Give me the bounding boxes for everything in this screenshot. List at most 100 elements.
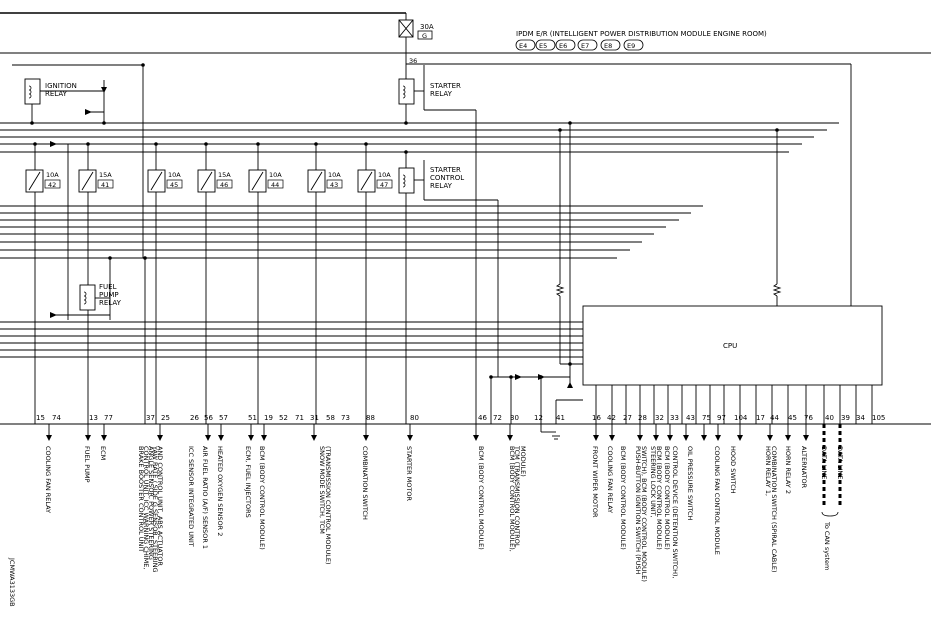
fuse-rating: 10A	[378, 171, 391, 179]
ignition-relay: IGNITION RELAY	[45, 82, 77, 98]
output-horn-relay-1b: COMBINATION SWITCH (SPIRAL CABLE)	[770, 446, 778, 573]
pin-number: 73	[341, 414, 350, 422]
output-ecm-fuel-injectors: ECM, FUEL INJECTORS	[244, 446, 252, 518]
fuel-pump-relay-line1: FUEL	[99, 283, 117, 291]
pin-number: 44	[770, 414, 779, 422]
output-bcm-3: BCM (BODY CONTROL MODULE)	[619, 446, 627, 550]
starter-relay: STARTER RELAY	[430, 82, 461, 98]
pin-number: 37	[146, 414, 155, 422]
pin-number: 12	[534, 414, 543, 422]
connector-label: E9	[627, 42, 635, 50]
pin-number: 41	[556, 414, 565, 422]
fuse-rating: 15A	[99, 171, 112, 179]
pin-number: 105	[872, 414, 885, 422]
fuel-pump-relay-line2: PUMP	[99, 291, 119, 299]
pin-number: 58	[326, 414, 335, 422]
output-alternator: ALTERNATOR	[800, 446, 808, 489]
fuse-number: 46	[220, 181, 228, 189]
pin-number: 71	[295, 414, 304, 422]
fuse-number: 42	[48, 181, 56, 189]
connector-label: E4	[519, 42, 527, 50]
pin-number: 72	[493, 414, 502, 422]
starter-control-relay-line2: CONTROL	[430, 174, 464, 182]
output-snow-mode: SNOW MODE SWITCH, TCM	[318, 446, 326, 534]
starter-control-relay-line3: RELAY	[430, 182, 453, 190]
pin-number: 42	[607, 414, 616, 422]
output-starter-motor: STARTER MOTOR	[405, 446, 413, 502]
output-front-wiper: FRONT WIPER MOTOR	[591, 446, 599, 518]
fuse-number: 43	[330, 181, 338, 189]
output-hood-switch: HOOD SWITCH	[729, 446, 737, 494]
pin-number: 74	[52, 414, 61, 422]
output-bcm-2: BCM (BODY CONTROL MODULE)	[477, 446, 485, 550]
connector-badge: E7	[577, 39, 598, 51]
pin-number: 25	[161, 414, 170, 422]
output-brake-booster: BRAKE BOOSTER CONTROL UNIT	[137, 446, 145, 552]
output-bcm-tcm-a: BCM (BODY CONTROL MODULE),	[508, 446, 516, 552]
pin-number: 16	[592, 414, 601, 422]
output-cooling-fan-control: COOLING FAN CONTROL MODULE	[713, 446, 721, 555]
output-control-unit-icc: CONTROL UNIT, ICC WARNING CHIME,	[142, 446, 150, 569]
output-data-line-2: DATA LINE	[836, 446, 844, 479]
pin-number: 27	[623, 414, 632, 422]
pin-number: 46	[478, 414, 487, 422]
starter-relay-line1: STARTER	[430, 82, 461, 90]
main-fuse-code: G	[422, 32, 427, 40]
connector-badge: E4	[515, 39, 536, 51]
pin-number: 75	[702, 414, 711, 422]
output-abs-actuator: AND CONTROL UNIT, ABS ACTUATOR	[156, 446, 164, 566]
pin-number: 40	[825, 414, 834, 422]
pin-number: 51	[248, 414, 257, 422]
fuse-rating: 10A	[168, 171, 181, 179]
pin-number: 34	[856, 414, 865, 422]
connector-badge: E8	[600, 39, 621, 51]
output-angle-sensor: ANGLE SENSOR, POWER STEERING	[147, 446, 155, 560]
output-horn-relay-1a: HORN RELAY 1,	[764, 446, 772, 496]
cpu-label: CPU	[723, 342, 737, 350]
main-fuse-rating: 30A	[420, 23, 434, 31]
pin-number: 52	[279, 414, 288, 422]
pin-number: 97	[717, 414, 726, 422]
fuse-rating: 10A	[269, 171, 282, 179]
fuse-number: 44	[271, 181, 279, 189]
pin-number: 77	[104, 414, 113, 422]
pin-number: 31	[310, 414, 319, 422]
connector-label: E7	[581, 42, 589, 50]
pin-number: 17	[756, 414, 765, 422]
output-bcm-4: BCM (BODY CONTROL MODULE)	[663, 446, 671, 550]
pin-number: 19	[264, 414, 273, 422]
fuse-rating: 10A	[46, 171, 59, 179]
connector-label: E8	[604, 42, 612, 50]
output-af-sensor: AIR FUEL RATIO (A/F) SENSOR 1	[201, 446, 209, 549]
connector-label: E5	[539, 42, 547, 50]
pin-number: 28	[638, 414, 647, 422]
connector-badge: E9	[623, 39, 644, 51]
connector-badge: E5	[535, 39, 556, 51]
figure-code: JCMWA3133GB	[8, 557, 16, 607]
output-combination-switch: COMBINATION SWITCH	[361, 446, 369, 520]
main-fuse: 30A G 36	[398, 19, 434, 65]
output-bcm-1: BCM (BODY CONTROL MODULE)	[258, 446, 266, 550]
pin-number: 80	[410, 414, 419, 422]
pin-number: 88	[366, 414, 375, 422]
output-fuel-pump: FUEL PUMP	[83, 446, 91, 483]
pin-number: 39	[841, 414, 850, 422]
output-to-can: To CAN system	[823, 521, 831, 570]
output-icc-sensor: ICC SENSOR INTEGRATED UNIT	[187, 446, 195, 547]
fuse-rating: 15A	[218, 171, 231, 179]
starter-relay-line2: RELAY	[430, 90, 453, 98]
connector-list: E4 E5 E6 E7 E8 E9	[515, 39, 644, 51]
pin-number: 32	[655, 414, 664, 422]
ignition-relay-line1: IGNITION	[45, 82, 77, 90]
pin-number: 30	[510, 414, 519, 422]
output-cooling-fan-relay-2: COOLING FAN RELAY	[606, 446, 614, 513]
starter-control-relay: STARTER CONTROL RELAY	[430, 166, 464, 190]
connector-label: E6	[559, 42, 567, 50]
